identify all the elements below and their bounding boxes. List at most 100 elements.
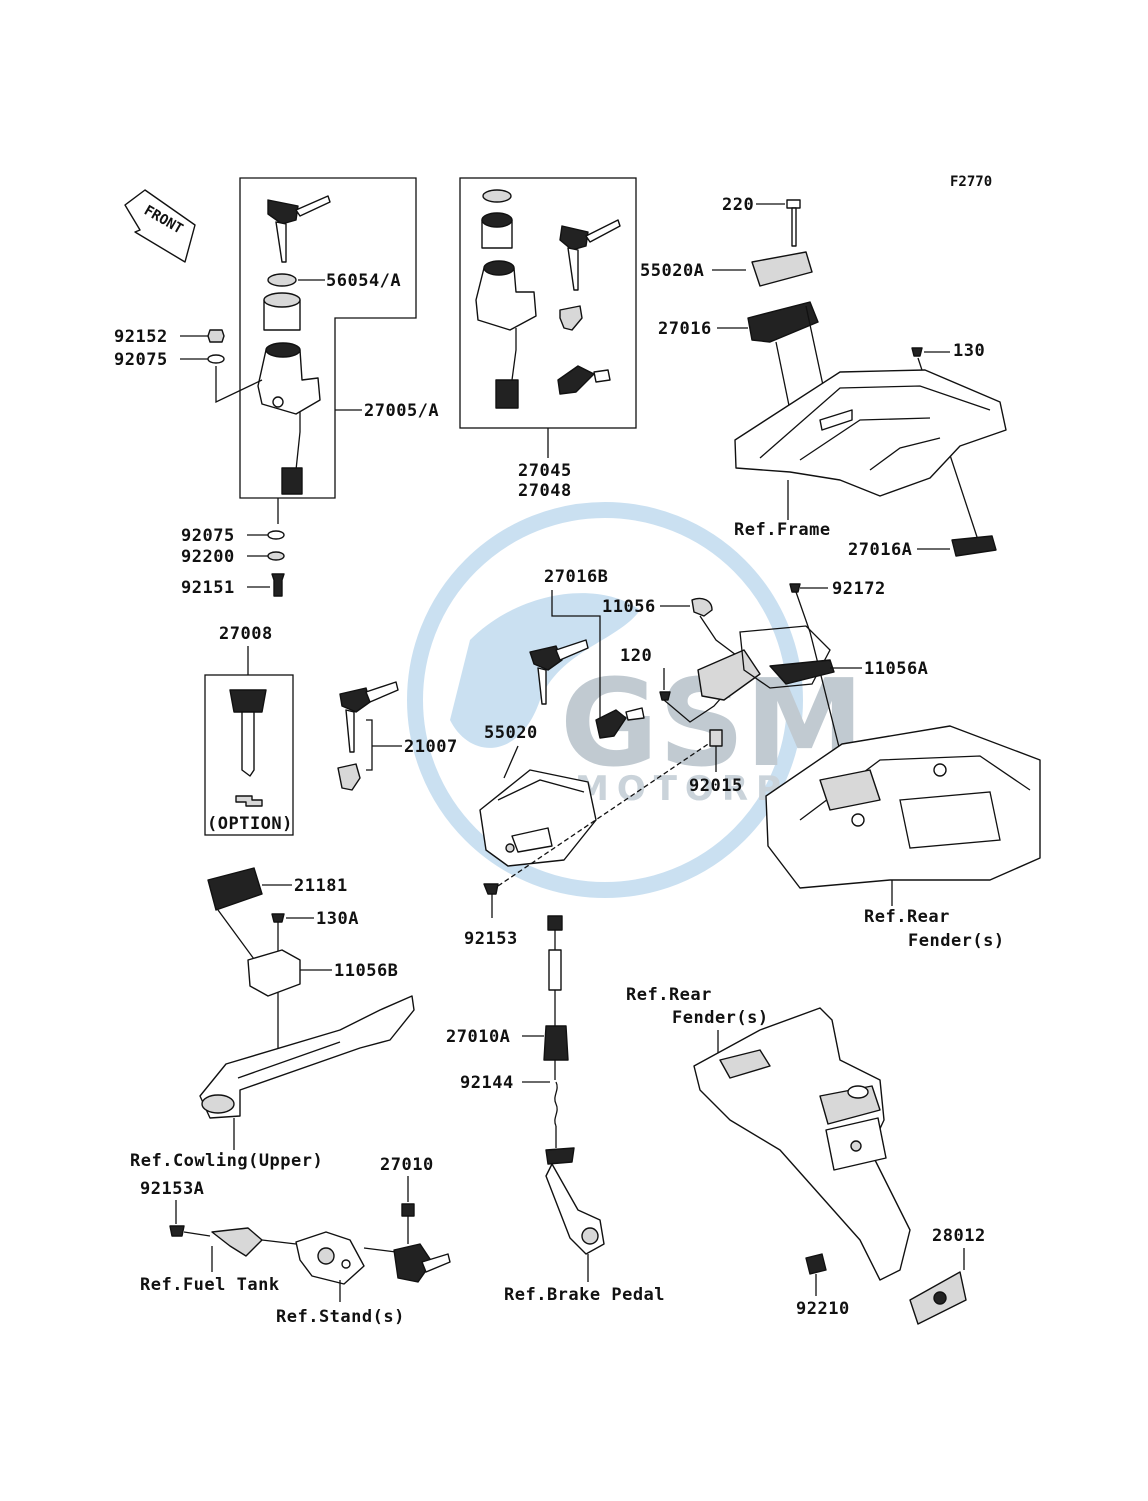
rear-fender-upper-icon	[765, 725, 1041, 889]
label-27016A: 27016A	[848, 540, 912, 560]
frame-icon	[734, 369, 1007, 497]
label-27045: 27045	[518, 461, 572, 481]
label-92153: 92153	[464, 929, 518, 949]
set-key-icon	[559, 219, 621, 291]
bracket-27016-icon	[747, 301, 819, 343]
screw-92153A-icon	[169, 1225, 185, 1237]
washer-56054A-icon	[267, 273, 297, 287]
group-box-27005A	[239, 177, 417, 499]
label-27005A: 27005/A	[364, 401, 439, 421]
watermark-globe-ring	[407, 502, 803, 898]
label-11056A: 11056A	[864, 659, 928, 679]
label-92075-upper: 92075	[114, 350, 168, 370]
bolt-130A-icon	[271, 913, 285, 923]
key-set-group: 27045 27048	[459, 177, 637, 501]
label-ref-brake-pedal: Ref.Brake Pedal	[504, 1285, 665, 1305]
key-cylinder-21007: 21007	[337, 681, 458, 791]
screw-220-icon	[786, 199, 801, 209]
label-option: (OPTION)	[207, 814, 293, 834]
seat-lock-cylinder-icon	[595, 709, 627, 739]
ignition-switch-group: 56054/A 27005/A	[239, 177, 439, 499]
frame-bracket-group: 220 55020A 27016 130 Ref.Frame 27016A	[640, 195, 1007, 560]
stand-switch-group: 92153A Ref.Fuel Tank Ref.Stand(s) 27010	[140, 1155, 451, 1327]
label-27010: 27010	[380, 1155, 434, 1175]
label-56054A: 56054/A	[326, 271, 401, 291]
cover-55020A-icon	[751, 251, 813, 287]
connector-27010A-icon	[547, 915, 563, 931]
label-27016B: 27016B	[544, 567, 608, 587]
washer-92200-icon	[267, 551, 285, 561]
front-arrow-icon	[124, 189, 196, 263]
nut-92152-icon	[207, 329, 225, 343]
rear-fender-upper-group: Ref.Rear Fender(s)	[765, 725, 1041, 951]
option-key-group: 27008 (OPTION)	[204, 624, 294, 836]
set-seat-lock-icon	[557, 365, 611, 395]
set-cylinder-icon	[559, 305, 583, 331]
set-switch-body-icon	[475, 260, 537, 409]
collar-92015-icon	[709, 729, 723, 747]
screw-92153-icon	[483, 883, 499, 895]
switch-mount-hardware: 92075 92200 92151	[181, 498, 285, 598]
rear-fender-lower-group: Ref.Rear Fender(s) 92210 28012	[626, 985, 985, 1325]
set-washer-icon	[482, 189, 512, 203]
figure-code: F2770	[950, 174, 992, 190]
front-arrow: FRONT	[124, 189, 196, 263]
stand-switch-27010-icon	[393, 1243, 433, 1283]
spring-92144-icon	[554, 1081, 558, 1127]
screw-92172-icon	[789, 583, 801, 593]
brake-switch-group: 27010A 92144 Ref.Brake Pedal	[446, 915, 665, 1305]
label-ref-frame: Ref.Frame	[734, 520, 831, 540]
bracket-latch-icon	[697, 649, 761, 701]
nut-92210-icon	[805, 1253, 827, 1275]
seat-key-icon	[529, 639, 589, 705]
cover-55020-icon	[479, 769, 597, 867]
ignition-switch-body-icon	[257, 342, 321, 495]
cowling-stay-icon	[199, 995, 415, 1119]
rear-fender-lower-icon	[693, 1007, 911, 1281]
brake-switch-27010A-icon	[543, 1025, 569, 1061]
label-92210: 92210	[796, 1299, 850, 1319]
fuel-tank-bracket-icon	[211, 1227, 263, 1257]
connector-27010-icon	[401, 1203, 415, 1217]
bolt-130-icon	[911, 347, 923, 357]
bracket-27016A-icon	[951, 535, 997, 557]
latch-11056A-outline	[739, 625, 831, 689]
label-11056B: 11056B	[334, 961, 398, 981]
label-ref-cowling: Ref.Cowling(Upper)	[130, 1151, 323, 1171]
label-ref-fuel-tank: Ref.Fuel Tank	[140, 1275, 280, 1295]
cable-11056-icon	[691, 597, 713, 617]
label-55020: 55020	[484, 723, 538, 743]
ignition-key-icon	[267, 195, 331, 263]
label-27008: 27008	[219, 624, 273, 644]
label-130: 130	[953, 341, 985, 361]
latch-11056A-icon	[769, 659, 835, 685]
label-ref-rear-fender-upper-1: Ref.Rear	[864, 907, 950, 927]
label-92015: 92015	[689, 776, 743, 796]
label-11056: 11056	[602, 597, 656, 617]
key-21007-icon	[339, 687, 371, 713]
label-27010A: 27010A	[446, 1027, 510, 1047]
option-box	[204, 674, 294, 836]
label-27016: 27016	[658, 319, 712, 339]
bolt-120-icon	[659, 691, 671, 701]
label-120: 120	[620, 646, 652, 666]
label-92151: 92151	[181, 578, 235, 598]
wire-27010A-icon	[548, 949, 562, 991]
part-21181-icon	[207, 867, 263, 911]
stand-icon	[295, 1231, 365, 1285]
option-key-icon	[229, 689, 267, 807]
label-130A: 130A	[316, 909, 359, 929]
label-ref-rear-fender-upper-2: Fender(s)	[908, 931, 1005, 951]
label-92153A: 92153A	[140, 1179, 204, 1199]
label-21007: 21007	[404, 737, 458, 757]
label-92075-lower: 92075	[181, 526, 235, 546]
washer-92075-upper-icon	[207, 354, 225, 364]
brake-pedal-icon	[545, 1147, 605, 1255]
bracket-11056B-icon	[247, 949, 301, 997]
nut-washer-left: 92152 92075	[114, 327, 263, 404]
label-27048: 27048	[518, 481, 572, 501]
label-ref-rear-fender-lower-1: Ref.Rear	[626, 985, 712, 1005]
cylinder-21007-icon	[337, 763, 361, 791]
label-ref-stand: Ref.Stand(s)	[276, 1307, 405, 1327]
